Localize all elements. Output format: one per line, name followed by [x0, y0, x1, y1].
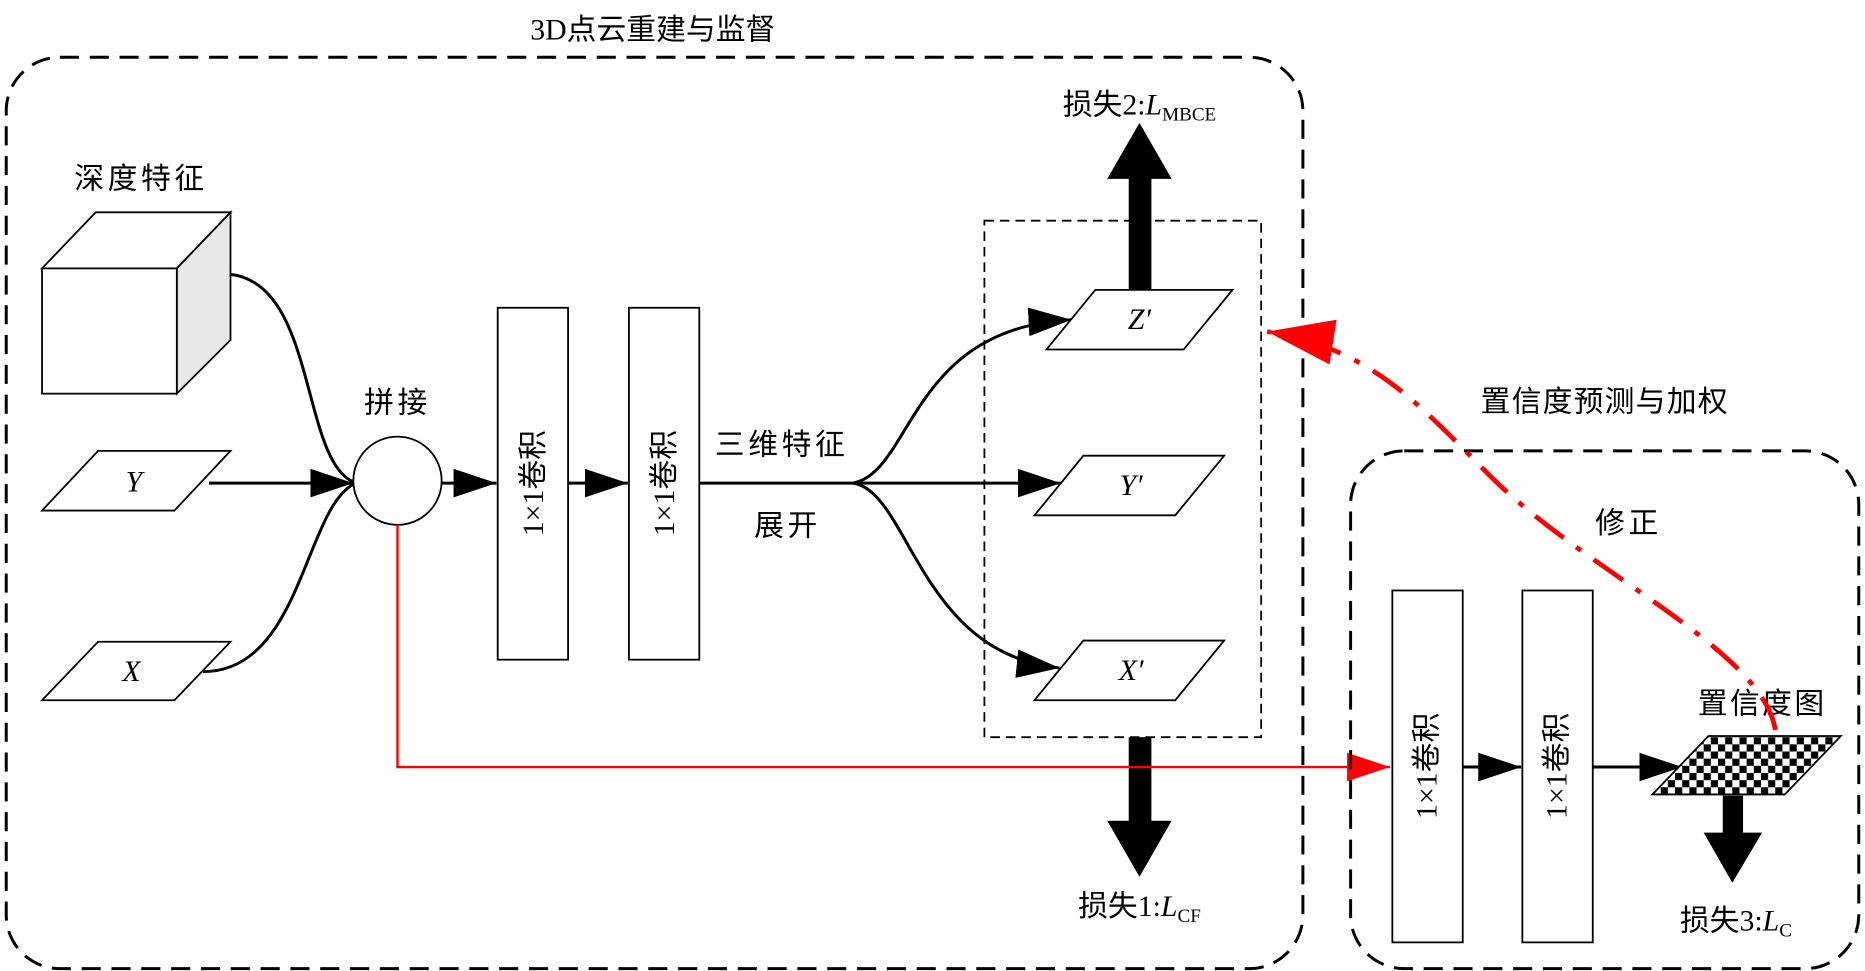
loss3-label: 损失3:LC — [1680, 904, 1792, 941]
unfold-label-line1: 三维特征 — [715, 428, 849, 461]
loss2-label: 损失2:LMBCE — [1063, 89, 1217, 126]
loss2-prefix: 损失2: — [1063, 89, 1146, 122]
flow-depth-to-concat — [230, 272, 355, 484]
y-input-plane — [39, 450, 233, 512]
left-panel-frame — [4, 55, 1305, 971]
loss1-label: 损失1:LCF — [1078, 890, 1201, 927]
loss1-symbol: L — [1160, 890, 1178, 923]
flow-branch-to-z — [852, 307, 1072, 485]
confidence-feedback-red — [1266, 319, 1778, 731]
confidence-map-plane — [1650, 735, 1843, 796]
conv-block-2 — [628, 306, 701, 661]
y-input-label: Y — [126, 465, 146, 498]
right-panel-title: 置信度预测与加权 — [1481, 386, 1729, 419]
loss1-subscript: CF — [1178, 906, 1201, 927]
y-output-plane — [1032, 454, 1227, 517]
depth-feature-cube — [39, 210, 233, 396]
loss3-symbol: L — [1762, 904, 1780, 937]
z-output-label: Z′ — [1128, 303, 1152, 336]
flow-branch-to-x — [852, 481, 1060, 678]
loss3-subscript: C — [1779, 920, 1792, 941]
x-output-label: X′ — [1118, 654, 1144, 687]
loss2-subscript: MBCE — [1162, 104, 1216, 125]
conv-block-3-label: 1×1卷积 — [1410, 713, 1443, 819]
concat-label: 拼接 — [364, 387, 431, 420]
conv-block-4-label: 1×1卷积 — [1540, 713, 1573, 819]
loss3-arrow — [1703, 795, 1763, 883]
skip-connection-red — [396, 524, 1390, 782]
conv-block-2-label: 1×1卷积 — [648, 430, 681, 536]
loss3-prefix: 损失3: — [1680, 904, 1763, 937]
loss2-symbol: L — [1145, 89, 1163, 122]
correction-label: 修正 — [1595, 507, 1662, 540]
output-group-frame — [983, 219, 1263, 739]
loss1-arrow — [1107, 737, 1172, 877]
unfold-label-line2: 展开 — [754, 510, 821, 543]
x-input-plane — [39, 640, 233, 702]
y-output-label: Y′ — [1120, 469, 1144, 502]
z-output-plane — [1044, 288, 1235, 351]
conv-block-3 — [1391, 589, 1464, 944]
conv-block-1 — [496, 306, 569, 661]
depth-feature-label: 深度特征 — [74, 162, 208, 195]
left-panel-title: 3D点云重建与监督 — [530, 13, 775, 46]
concat-node — [352, 435, 443, 526]
conv-block-1-label: 1×1卷积 — [517, 430, 550, 536]
confidence-map-label: 置信度图 — [1698, 687, 1827, 720]
flow-x-to-concat — [203, 482, 355, 674]
x-output-plane — [1032, 639, 1227, 702]
loss2-arrow — [1107, 122, 1172, 290]
x-input-label: X — [121, 655, 142, 688]
loss1-prefix: 损失1: — [1078, 890, 1161, 923]
right-panel-frame — [1349, 449, 1861, 971]
